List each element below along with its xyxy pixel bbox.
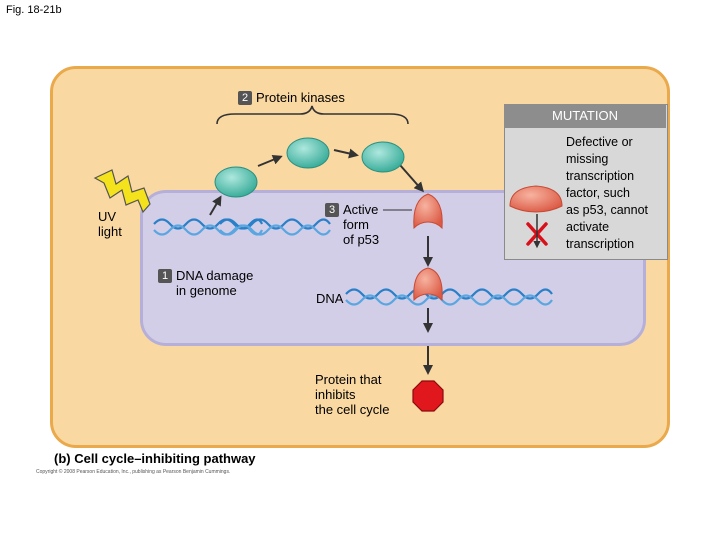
in-genome-text: in genome: [176, 283, 237, 298]
mutation-line: factor, such: [566, 186, 630, 200]
label-uv-light: UV light: [98, 209, 122, 239]
arrow-kinase-2-3: [333, 148, 359, 159]
uv-line2: light: [98, 224, 122, 239]
step-1-badge: 1: [158, 269, 172, 283]
dna-helix-icon: [153, 218, 264, 236]
mutation-line: missing: [566, 152, 609, 166]
mutation-line: activate: [566, 220, 610, 234]
label-active-p53: 3 Active form of p53: [325, 202, 379, 247]
mutation-description: Defective or missing transcription facto…: [566, 134, 666, 253]
label-protein-kinases: 2 Protein kinases: [238, 90, 345, 105]
of-p53-text: of p53: [343, 232, 380, 247]
mutation-line: transcription: [566, 237, 635, 251]
label-protein-inhibitor: Protein that inhibits the cell cycle: [315, 372, 389, 417]
protein-line3: the cell cycle: [315, 402, 390, 417]
kinase-bracket: [216, 105, 409, 125]
protein-kinases-text: Protein kinases: [256, 90, 345, 105]
label-dna: DNA: [316, 291, 344, 306]
uv-lightning-icon: [93, 169, 151, 214]
dna-helix-icon: [345, 288, 553, 306]
stop-sign-icon: [412, 380, 444, 412]
arrow-dna-to-kinase: [209, 195, 222, 216]
dna-damage-text: DNA damage: [176, 268, 254, 283]
protein-kinase-icon: [286, 137, 330, 169]
active-text: Active: [343, 202, 379, 217]
figure-caption: (b) Cell cycle–inhibiting pathway: [54, 451, 256, 466]
uv-line1: UV: [98, 209, 117, 224]
label-dna-damage: 1 DNA damage in genome: [158, 268, 253, 298]
dna-helix-icon: [219, 218, 331, 236]
protein-kinase-icon: [361, 141, 405, 173]
copyright-notice: Copyright © 2008 Pearson Education, Inc.…: [36, 469, 231, 475]
figure-label: Fig. 18-21b: [6, 4, 62, 16]
arrow-kinase-to-p53: [399, 164, 424, 193]
mutation-line: as p53, cannot: [566, 203, 649, 217]
p53-protein-icon: [413, 193, 443, 230]
step-2-badge: 2: [238, 91, 252, 105]
mutation-line: Defective or: [566, 135, 633, 149]
mutation-line: transcription: [566, 169, 635, 183]
protein-line1: Protein that: [315, 372, 382, 387]
defective-p53-icon: [509, 185, 563, 213]
protein-line2: inhibits: [315, 387, 356, 402]
mutation-header: MUTATION: [504, 104, 666, 128]
form-text: form: [343, 217, 369, 232]
step-3-badge: 3: [325, 203, 339, 217]
p53-protein-icon: [413, 267, 443, 302]
arrow-kinase-1-2: [257, 155, 283, 167]
protein-kinase-icon: [214, 166, 258, 198]
